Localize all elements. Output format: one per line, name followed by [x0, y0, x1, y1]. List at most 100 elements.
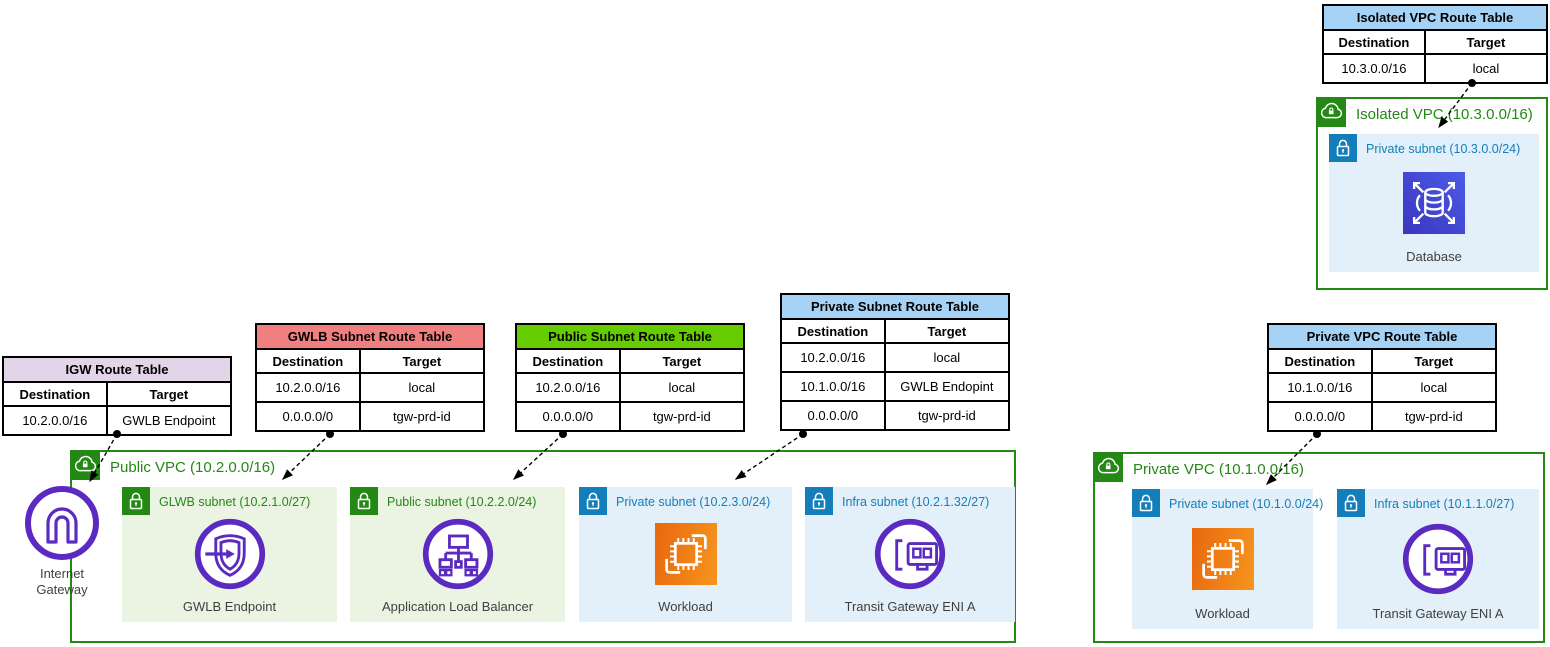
- route-row: 10.2.0.0/16 local: [517, 372, 743, 401]
- route-destination: 10.3.0.0/16: [1341, 61, 1407, 76]
- column-header-target: Target: [883, 320, 1008, 342]
- column-header-target: Target: [358, 350, 483, 372]
- column-header-target: Target: [1423, 31, 1546, 53]
- route-destination: 0.0.0.0/0: [542, 409, 594, 424]
- transit-gateway-eni-icon: [1401, 489, 1475, 606]
- route-destination: 10.2.0.0/16: [275, 380, 341, 395]
- gwlb-endpoint-icon: [193, 487, 267, 599]
- route-table-isolated-vpc: Isolated VPC Route Table Destination Tar…: [1322, 4, 1548, 84]
- vpc-cloud-icon: [1093, 452, 1123, 482]
- subnet-label: GLWB subnet (10.2.1.0/27): [159, 495, 311, 509]
- column-header-target: Target: [618, 350, 743, 372]
- icon-caption: Workload: [658, 599, 713, 614]
- route-target: tgw-prd-id: [1370, 403, 1495, 430]
- route-row: 10.2.0.0/16 local: [257, 372, 483, 401]
- icon-caption: Application Load Balancer: [381, 599, 534, 614]
- route-destination: 0.0.0.0/0: [282, 409, 334, 424]
- route-target: tgw-prd-id: [618, 403, 743, 430]
- route-row: 10.1.0.0/16 local: [1269, 372, 1495, 401]
- route-destination: 0.0.0.0/0: [807, 408, 859, 423]
- vpc-label: Private VPC (10.1.0.0/16): [1133, 461, 1304, 478]
- route-table-title: IGW Route Table: [4, 358, 230, 383]
- icon-caption: Workload: [1195, 606, 1250, 621]
- workload-icon: [654, 487, 717, 599]
- internet-gateway-icon: [25, 486, 99, 560]
- lock-icon: [350, 487, 378, 515]
- route-table-private-vpc: Private VPC Route Table Destination Targ…: [1267, 323, 1497, 432]
- lock-icon: [1132, 489, 1160, 517]
- route-destination: 10.1.0.0/16: [1287, 380, 1353, 395]
- subnet-public: Public subnet (10.2.2.0/24): [350, 487, 565, 622]
- transit-gateway-eni-icon: [873, 487, 947, 599]
- route-row: 10.3.0.0/16 local: [1324, 53, 1546, 82]
- icon-caption: Internet Gateway: [36, 566, 88, 598]
- route-target: local: [1370, 374, 1495, 401]
- route-row: 10.1.0.0/16 GWLB Endopint: [782, 371, 1008, 400]
- subnet-label: Private subnet (10.2.3.0/24): [616, 495, 771, 509]
- lock-icon: [1337, 489, 1365, 517]
- column-header-destination: Destination: [19, 386, 91, 402]
- subnet-infra-10-2-1-32: Infra subnet (10.2.1.32/27) Transit Gate…: [805, 487, 1015, 622]
- route-target: local: [358, 374, 483, 401]
- subnet-label: Infra subnet (10.2.1.32/27): [842, 495, 990, 509]
- subnet-label: Private subnet (10.1.0.0/24): [1169, 497, 1324, 511]
- vpc-cloud-icon: [70, 450, 100, 480]
- route-target: GWLB Endpoint: [105, 407, 230, 434]
- route-row: 10.2.0.0/16 local: [782, 342, 1008, 371]
- route-row: 10.2.0.0/16 GWLB Endpoint: [4, 405, 230, 434]
- route-target: tgw-prd-id: [358, 403, 483, 430]
- route-table-gwlb-subnet: GWLB Subnet Route Table Destination Targ…: [255, 323, 485, 432]
- route-destination: 10.2.0.0/16: [22, 413, 88, 428]
- route-target: GWLB Endopint: [883, 373, 1008, 400]
- subnet-private-10-1-0: Private subnet (10.1.0.0/24): [1132, 489, 1323, 629]
- icon-caption: Database: [1406, 249, 1462, 264]
- route-table-private-subnet: Private Subnet Route Table Destination T…: [780, 293, 1010, 431]
- icon-caption: GWLB Endpoint: [182, 599, 277, 614]
- subnet-label: Public subnet (10.2.2.0/24): [387, 495, 537, 509]
- subnet-glwb: GLWB subnet (10.2.1.0/27) GWLB Endpoint: [122, 487, 337, 622]
- vpc-label: Isolated VPC (10.3.0.0/16): [1356, 106, 1533, 123]
- subnet-label: Private subnet (10.3.0.0/24): [1366, 142, 1521, 156]
- lock-icon: [1329, 134, 1357, 162]
- route-row: 0.0.0.0/0 tgw-prd-id: [517, 401, 743, 430]
- route-target: local: [1423, 55, 1546, 82]
- icon-caption: Transit Gateway ENI A: [844, 599, 976, 614]
- route-destination: 0.0.0.0/0: [1294, 409, 1346, 424]
- route-table-title: Private VPC Route Table: [1269, 325, 1495, 350]
- public-vpc-container: Public VPC (10.2.0.0/16) GLWB subnet (10…: [70, 450, 1016, 643]
- column-header-target: Target: [105, 383, 230, 405]
- route-destination: 10.2.0.0/16: [535, 380, 601, 395]
- column-header-destination: Destination: [1338, 34, 1410, 50]
- subnet-label: Infra subnet (10.1.1.0/27): [1374, 497, 1515, 511]
- route-row: 0.0.0.0/0 tgw-prd-id: [1269, 401, 1495, 430]
- subnet-infra-10-1-1: Infra subnet (10.1.1.0/27) Transit Gatew…: [1337, 489, 1539, 629]
- icon-caption: Transit Gateway ENI A: [1372, 606, 1504, 621]
- route-row: 0.0.0.0/0 tgw-prd-id: [257, 401, 483, 430]
- vpc-cloud-icon: [1316, 97, 1346, 127]
- column-header-destination: Destination: [1284, 353, 1356, 369]
- column-header-destination: Destination: [272, 353, 344, 369]
- route-target: tgw-prd-id: [883, 402, 1008, 429]
- private-vpc-container: Private VPC (10.1.0.0/16) Private subnet…: [1093, 452, 1545, 643]
- route-row: 0.0.0.0/0 tgw-prd-id: [782, 400, 1008, 429]
- vpc-label: Public VPC (10.2.0.0/16): [110, 459, 276, 476]
- route-destination: 10.2.0.0/16: [800, 350, 866, 365]
- route-target: local: [618, 374, 743, 401]
- lock-icon: [122, 487, 150, 515]
- column-header-destination: Destination: [532, 353, 604, 369]
- workload-icon: [1191, 489, 1254, 606]
- route-table-title: GWLB Subnet Route Table: [257, 325, 483, 350]
- route-table-igw: IGW Route Table Destination Target 10.2.…: [2, 356, 232, 436]
- subnet-private-10-3-0: Private subnet (10.3.0.0/24): [1329, 134, 1539, 272]
- isolated-vpc-container: Isolated VPC (10.3.0.0/16) Private subne…: [1316, 97, 1548, 290]
- application-load-balancer-icon: [421, 487, 495, 599]
- lock-icon: [805, 487, 833, 515]
- lock-icon: [579, 487, 607, 515]
- database-icon: [1403, 134, 1465, 249]
- internet-gateway: Internet Gateway: [20, 484, 104, 599]
- route-table-public-subnet: Public Subnet Route Table Destination Ta…: [515, 323, 745, 432]
- column-header-target: Target: [1370, 350, 1495, 372]
- column-header-destination: Destination: [797, 323, 869, 339]
- route-target: local: [883, 344, 1008, 371]
